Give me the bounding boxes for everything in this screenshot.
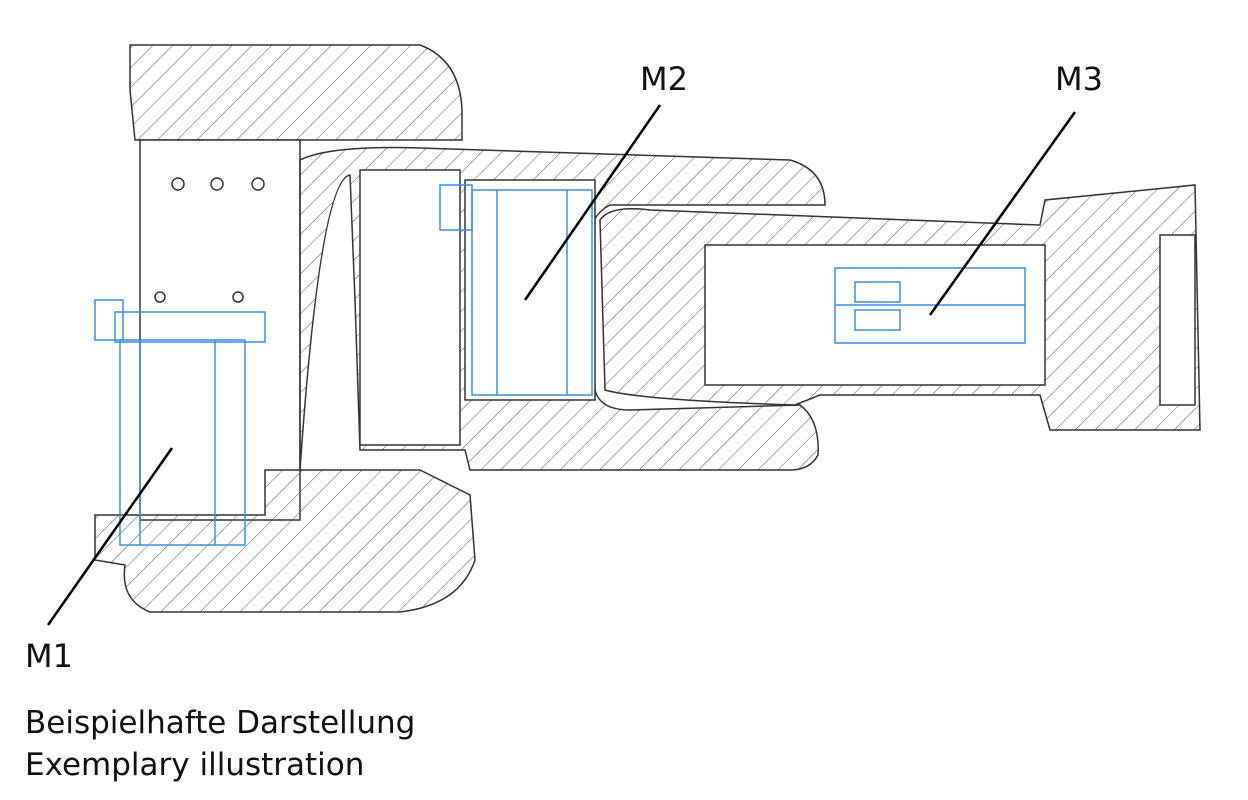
label-m1: M1	[25, 637, 73, 675]
base-top-cap	[129, 44, 463, 141]
label-m3: M3	[1055, 60, 1103, 98]
base-column	[139, 139, 301, 521]
motor-m1	[94, 299, 266, 546]
motor-m2	[439, 184, 593, 396]
arm-2-cavity	[704, 244, 1046, 386]
arm-1-cavity	[359, 169, 461, 446]
base-housing	[94, 469, 476, 613]
caption-german: Beispielhafte Darstellung	[25, 705, 416, 741]
caption-english: Exemplary illustration	[25, 747, 365, 783]
label-m2: M2	[640, 60, 688, 98]
leader-m2	[523, 104, 662, 301]
motor-m3	[834, 267, 1026, 344]
leader-m1	[46, 447, 174, 626]
leader-m3	[928, 111, 1077, 316]
